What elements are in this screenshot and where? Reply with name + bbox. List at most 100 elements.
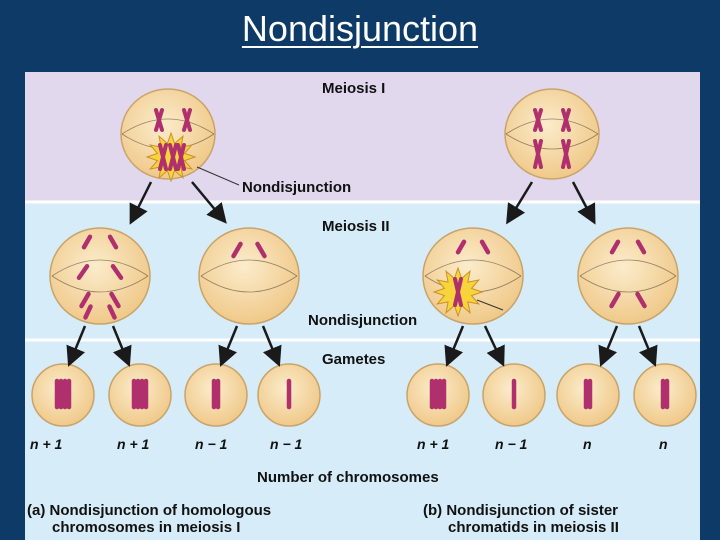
arrow-m1-left-b <box>191 181 227 224</box>
arrow-m1-right-a <box>506 181 534 225</box>
chromatid <box>453 277 463 307</box>
caption-b-line-2: chromatids in meiosis II <box>448 519 619 536</box>
chromatid <box>83 304 93 320</box>
chromosome <box>635 291 647 309</box>
arrow-m1-right-b <box>571 181 596 225</box>
caption-a-line-2: chromosomes in meiosis I <box>52 519 241 536</box>
chromatid <box>455 239 467 255</box>
gamete-count-8: n <box>659 436 668 452</box>
chromosome-pair <box>176 143 186 171</box>
chromosome-pair <box>154 108 164 132</box>
spindle-fiber <box>121 118 215 135</box>
arrows-layer <box>66 181 658 367</box>
chromosome <box>255 241 267 259</box>
chromatid <box>479 239 491 255</box>
chromosome-pair <box>561 108 571 132</box>
caption-b: (b) Nondisjunction of sister chromatids … <box>423 502 619 536</box>
chromosome-pair <box>561 139 571 169</box>
caption-a: (a) Nondisjunction of homologous chromos… <box>27 502 271 536</box>
chromosome-pair <box>533 139 543 169</box>
caption-a-line-1: (a) Nondisjunction of homologous <box>27 502 272 519</box>
chromatid <box>182 108 192 132</box>
chromosome <box>479 239 491 255</box>
chromosome <box>83 304 93 320</box>
chromosome <box>107 234 119 250</box>
cells-layer <box>31 88 697 427</box>
chromosome <box>455 239 467 255</box>
chromatid <box>231 241 243 259</box>
number-of-chromosomes-label: Number of chromosomes <box>257 469 439 486</box>
chromatid <box>635 291 647 309</box>
slide-title: Nondisjunction <box>0 8 720 50</box>
gamete-count-4: n − 1 <box>270 436 303 452</box>
chromosome-pair <box>168 143 178 171</box>
arrow-m2-3a <box>444 325 465 367</box>
chromatid <box>255 241 267 259</box>
chromatid <box>158 143 168 171</box>
chromatid <box>561 139 571 169</box>
gametes-label: Gametes <box>322 351 386 368</box>
meiosis-2-cell-2 <box>198 227 300 325</box>
chromatid <box>561 108 571 132</box>
arrow-m2-1b <box>111 325 132 367</box>
chromatid <box>635 239 647 255</box>
spindle-fiber <box>579 259 677 277</box>
chromosome <box>81 234 93 250</box>
chromosome <box>609 239 621 255</box>
gamete-count-7: n <box>583 436 592 452</box>
chromatid <box>533 108 543 132</box>
chromatid <box>107 304 117 320</box>
chromosome <box>76 264 90 280</box>
arrow-m2-2b <box>261 325 282 367</box>
chromosome <box>79 291 91 309</box>
gamete-count-1: n + 1 <box>30 436 63 452</box>
chromatid <box>110 264 124 280</box>
slide-title-text: Nondisjunction <box>241 8 479 49</box>
chromatid <box>168 143 178 171</box>
meiosis-2-cell-4 <box>577 227 679 325</box>
chromatid <box>79 291 91 309</box>
chromatid <box>609 239 621 255</box>
chromatid <box>533 139 543 169</box>
chromosome <box>110 264 124 280</box>
meiosis-2-cell-3 <box>422 227 524 325</box>
meiosis-diagram <box>25 72 700 540</box>
chromosome <box>231 241 243 259</box>
diagram-panel: Meiosis I Meiosis II Gametes Nondisjunct… <box>25 72 700 540</box>
nondisjunction-label-meiosis-2: Nondisjunction <box>308 312 418 329</box>
gamete-count-3: n − 1 <box>195 436 228 452</box>
gamete-count-6: n − 1 <box>495 436 528 452</box>
arrow-m2-4a <box>598 325 619 367</box>
arrow-m2-3b <box>483 325 505 367</box>
chromatid <box>107 234 119 250</box>
chromatid <box>76 264 90 280</box>
chromosome-pair <box>453 277 463 307</box>
nondisjunction-label-meiosis-1: Nondisjunction <box>242 179 352 196</box>
chromosome <box>107 304 117 320</box>
chromosome <box>635 239 647 255</box>
gamete-count-5: n + 1 <box>417 436 450 452</box>
arrow-m2-4b <box>637 325 658 367</box>
chromosome-pair <box>533 108 543 132</box>
chromatid <box>609 291 621 309</box>
gamete-count-2: n + 1 <box>117 436 150 452</box>
nondisjunction-pointer-line <box>476 299 504 311</box>
meiosis-2-label: Meiosis II <box>322 218 390 235</box>
spindle-fiber <box>200 275 298 293</box>
arrow-m1-left-a <box>129 181 153 225</box>
chromatid <box>154 108 164 132</box>
chromatid <box>81 234 93 250</box>
meiosis-1-cell-right <box>504 88 600 180</box>
spindle-fiber <box>51 259 149 277</box>
spindle-fiber <box>200 259 298 277</box>
arrow-m2-1a <box>66 325 87 367</box>
spindle-fiber <box>579 275 677 293</box>
chromosome <box>109 291 121 309</box>
meiosis-1-label: Meiosis I <box>322 80 386 97</box>
nondisjunction-pointer-line <box>196 166 240 186</box>
caption-b-line-1: (b) Nondisjunction of sister <box>423 502 618 519</box>
arrow-m2-2a <box>218 325 239 367</box>
meiosis-2-cell-1 <box>49 227 151 325</box>
chromatid <box>176 143 186 171</box>
chromosome-pair <box>158 143 168 171</box>
